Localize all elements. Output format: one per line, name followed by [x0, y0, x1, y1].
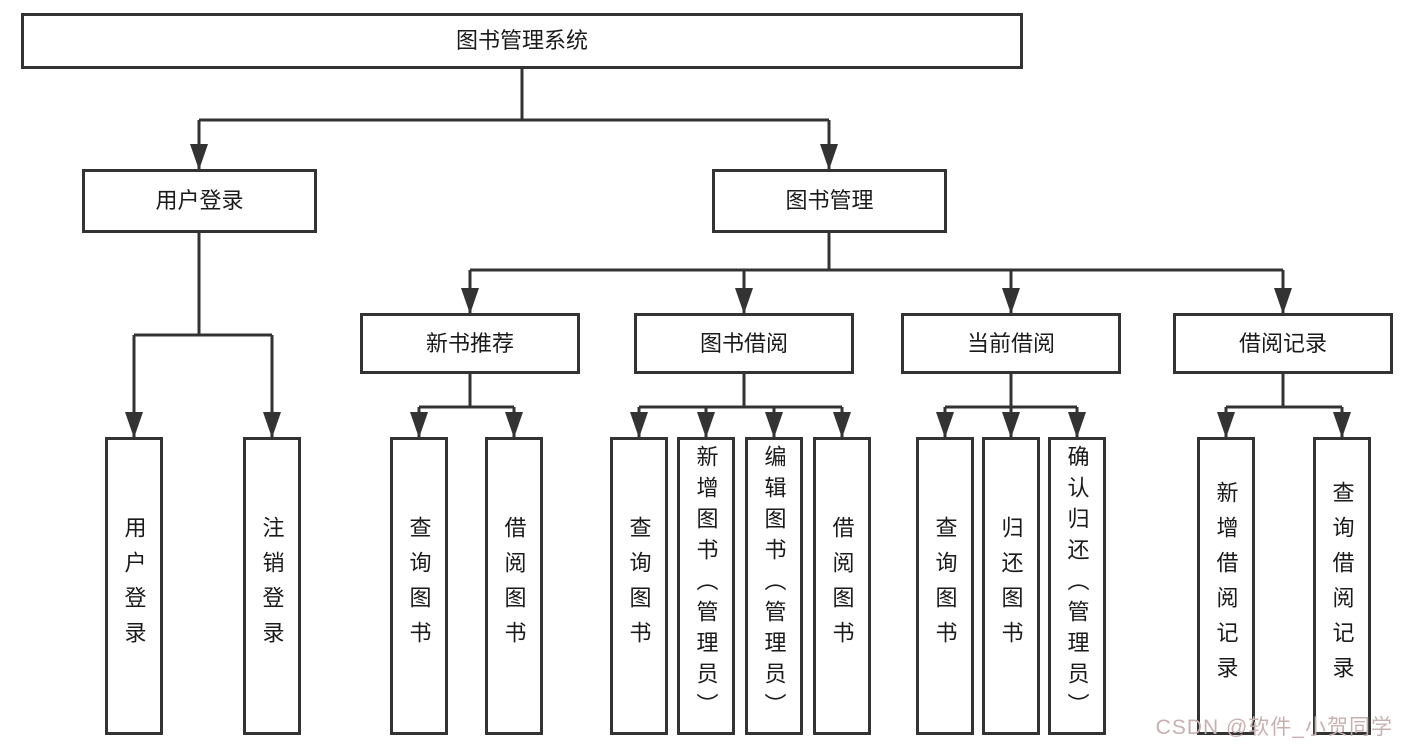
node-book-borrow-label: 图书借阅	[699, 330, 788, 356]
leaf-add-borrow-record: 新增借阅记录	[1197, 437, 1255, 735]
node-current-borrow: 当前借阅	[901, 313, 1121, 374]
node-borrow-record-label: 借阅记录	[1238, 330, 1327, 356]
leaf-edit-book-admin: 编辑图书（管理员）	[745, 437, 803, 735]
node-user-login: 用户登录	[82, 169, 317, 233]
leaf-borrow-book: 借阅图书	[813, 437, 871, 735]
leaf-logout: 注销登录	[243, 437, 301, 735]
leaf-confirm-return-admin-label: 确认归还（管理员）	[1064, 445, 1090, 724]
leaf-add-book-admin-label: 新增图书（管理员）	[693, 445, 719, 724]
node-root-system: 图书管理系统	[21, 13, 1023, 69]
node-root-label: 图书管理系统	[455, 28, 588, 53]
leaf-borrow-book-recommend-label: 借阅图书	[501, 516, 527, 656]
leaf-add-book-admin: 新增图书（管理员）	[677, 437, 735, 735]
node-user-login-label: 用户登录	[155, 188, 244, 213]
leaf-edit-book-admin-label: 编辑图书（管理员）	[761, 445, 787, 724]
leaf-query-book-recommend: 查询图书	[390, 437, 448, 735]
leaf-query-borrow-record: 查询借阅记录	[1313, 437, 1371, 735]
tree-arrows	[125, 120, 1351, 438]
node-new-book-recommend-label: 新书推荐	[425, 330, 514, 356]
leaf-return-book-label: 归还图书	[998, 516, 1024, 656]
node-book-management-label: 图书管理	[785, 188, 874, 213]
node-book-borrow: 图书借阅	[634, 313, 854, 374]
leaf-query-book-current-label: 查询图书	[932, 516, 958, 656]
leaf-add-borrow-record-label: 新增借阅记录	[1213, 481, 1239, 691]
node-new-book-recommend: 新书推荐	[360, 313, 580, 374]
leaf-borrow-book-label: 借阅图书	[829, 516, 855, 656]
leaf-user-login: 用户登录	[105, 437, 163, 735]
leaf-query-book-recommend-label: 查询图书	[406, 516, 432, 656]
leaf-query-book-current: 查询图书	[916, 437, 974, 735]
leaf-confirm-return-admin: 确认归还（管理员）	[1048, 437, 1106, 735]
leaf-query-book-borrow: 查询图书	[610, 437, 668, 735]
watermark: CSDN @软件_小贺同学	[1155, 716, 1393, 739]
leaf-borrow-book-recommend: 借阅图书	[485, 437, 543, 735]
leaf-user-login-label: 用户登录	[121, 516, 147, 656]
leaf-logout-label: 注销登录	[259, 516, 285, 656]
node-current-borrow-label: 当前借阅	[966, 330, 1055, 356]
leaf-return-book: 归还图书	[982, 437, 1040, 735]
node-borrow-record: 借阅记录	[1173, 313, 1393, 374]
leaf-query-book-borrow-label: 查询图书	[626, 516, 652, 656]
node-book-management: 图书管理	[712, 169, 947, 233]
leaf-query-borrow-record-label: 查询借阅记录	[1329, 481, 1355, 691]
